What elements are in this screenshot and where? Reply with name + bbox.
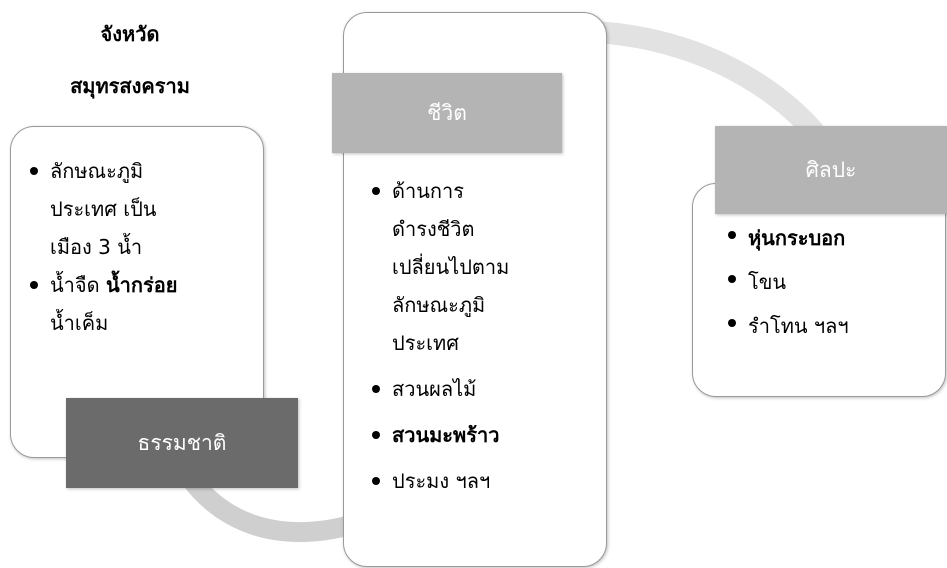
art-header: ศิลปะ <box>715 126 947 214</box>
title-line-1: จังหวัด <box>100 22 160 46</box>
life-item-2: สวนผลไม้ <box>372 370 592 408</box>
art-item-2: โขน <box>728 260 938 304</box>
nature-item-3: #nature-item-3-dot{display:none;} น้ำเค็… <box>30 304 260 342</box>
title-line-2: สมุทรสงคราม <box>70 74 190 98</box>
nature-item-2-text: น้ำจืด <box>50 273 106 297</box>
life-item-1-line-5: ประเทศ <box>392 331 459 355</box>
life-list: ด้านการ ดำรงชีวิต เปลี่ยนไปตาม ลักษณะภูม… <box>372 172 592 500</box>
art-item-1: หุ่นกระบอก <box>728 216 938 260</box>
life-item-1-line-1: ด้านการ <box>392 179 464 203</box>
nature-list: ลักษณะภูมิ ประเทศ เป็น เมือง 3 น้ำ น้ำจื… <box>30 152 260 342</box>
art-list: หุ่นกระบอก โขน รำโทน ฯลฯ <box>728 216 938 348</box>
nature-item-2-line-1: น้ำจืด น้ำกร่อย <box>50 266 260 304</box>
life-item-1: ด้านการ ดำรงชีวิต เปลี่ยนไปตาม ลักษณะภูม… <box>372 172 592 362</box>
life-item-3: สวนมะพร้าว <box>372 416 592 454</box>
life-item-1-line-2: ดำรงชีวิต <box>392 217 475 241</box>
nature-header: ธรรมชาติ <box>66 398 298 488</box>
life-item-1-line-3: เปลี่ยนไปตาม <box>392 255 510 279</box>
nature-item-3-line-1: น้ำเค็ม <box>50 311 109 335</box>
nature-item-1: ลักษณะภูมิ ประเทศ เป็น เมือง 3 น้ำ <box>30 152 260 266</box>
life-item-4: ประมง ฯลฯ <box>372 462 592 500</box>
nature-item-1-line-1: ลักษณะภูมิ <box>50 159 144 183</box>
nature-item-1-line-2: ประเทศ เป็น <box>50 197 157 221</box>
nature-item-2: น้ำจืด น้ำกร่อย <box>30 266 260 304</box>
art-item-3: รำโทน ฯลฯ <box>728 304 938 348</box>
life-header: ชีวิต <box>332 73 562 153</box>
nature-item-2-bold: น้ำกร่อย <box>105 273 178 297</box>
nature-item-1-line-3: เมือง 3 น้ำ <box>50 235 143 259</box>
life-item-1-line-4: ลักษณะภูมิ <box>392 293 486 317</box>
